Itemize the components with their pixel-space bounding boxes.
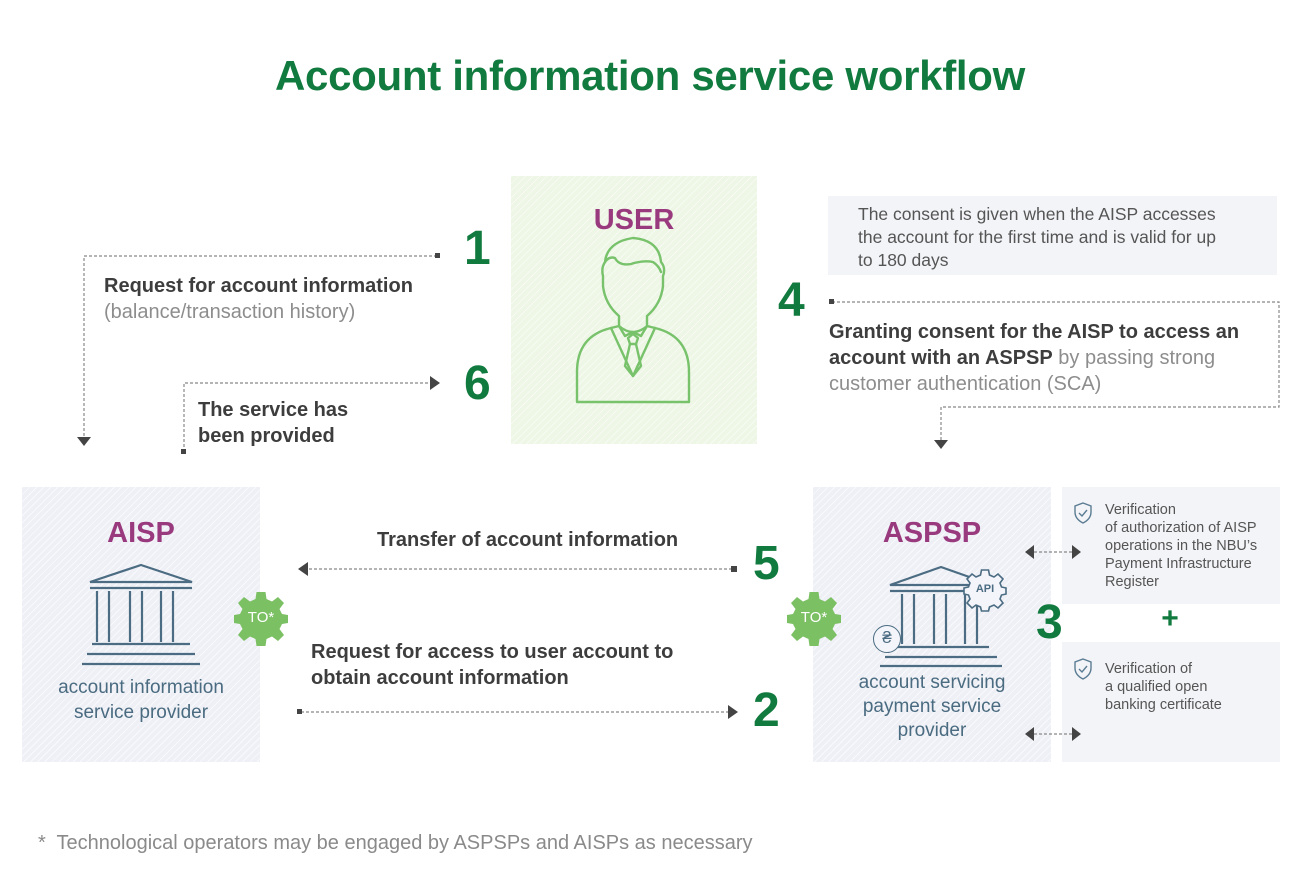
arrowhead-right bbox=[728, 705, 738, 719]
step-4-detail-line2: by passing strong bbox=[1052, 347, 1216, 369]
verification-box-register bbox=[1062, 487, 1280, 604]
note-line: to 180 days bbox=[858, 250, 949, 270]
plus-joiner: + bbox=[1161, 602, 1179, 635]
bank-icon bbox=[82, 563, 200, 666]
arrowhead-right bbox=[430, 376, 440, 390]
step-2-label: Request for access to user account to ob… bbox=[311, 639, 673, 691]
aspsp-operator-badge: TO* bbox=[800, 609, 828, 626]
step-6-title-line1: The service has bbox=[198, 399, 349, 421]
hryvnia-coin-icon bbox=[873, 625, 901, 653]
arrowhead-down bbox=[77, 437, 91, 446]
footnote: * Technological operators may be engaged… bbox=[38, 832, 753, 854]
consent-note-box bbox=[828, 196, 1277, 275]
step-4-detail-line3: customer authentication (SCA) bbox=[829, 373, 1102, 395]
arrowhead-down bbox=[934, 440, 948, 449]
aspsp-panel: ASPSP API ₴ account servicing payment se… bbox=[813, 487, 1051, 762]
shield-check-icon bbox=[1074, 658, 1092, 680]
verification-line: of authorization of AISP bbox=[1105, 520, 1257, 536]
page-title: Account information service workflow bbox=[275, 52, 1025, 99]
step-1-label: Request for account information (balance… bbox=[104, 273, 413, 325]
note-line: the account for the first time and is va… bbox=[858, 227, 1216, 247]
step-1-title: Request for account information bbox=[104, 275, 413, 297]
operator-gear-icon bbox=[234, 592, 288, 646]
step-5-label: Transfer of account information bbox=[377, 529, 679, 551]
aspsp-title: ASPSP bbox=[882, 517, 982, 549]
aisp-operator-badge: TO* bbox=[247, 609, 275, 626]
user-icon bbox=[575, 236, 691, 404]
step-2-title-line1: Request for access to user account to bbox=[311, 641, 674, 663]
verification-line: operations in the NBU’s bbox=[1105, 538, 1258, 554]
aisp-title: AISP bbox=[107, 517, 175, 549]
verification-box-certificate bbox=[1062, 642, 1280, 762]
step-4-label: Granting consent for the AISP to access … bbox=[829, 319, 1269, 397]
aisp-description-line1: account information bbox=[58, 677, 224, 698]
step-4-title-line2: account with an ASPSP bbox=[829, 347, 1053, 369]
user-title: USER bbox=[593, 204, 675, 236]
step-number-2: 2 bbox=[753, 684, 780, 737]
verification-line: Verification of bbox=[1105, 661, 1193, 677]
note-line: The consent is given when the AISP acces… bbox=[858, 204, 1216, 224]
currency-symbol: ₴ bbox=[882, 628, 892, 647]
step-number-5: 5 bbox=[753, 537, 780, 590]
step-6-title-line2: been provided bbox=[198, 425, 335, 447]
aspsp-description-line2: payment service bbox=[862, 696, 1002, 717]
consent-note: The consent is given when the AISP acces… bbox=[858, 203, 1268, 272]
verification-certificate-text: Verification of a qualified open banking… bbox=[1105, 660, 1275, 714]
aspsp-description-line1: account servicing bbox=[858, 672, 1006, 693]
api-gear-icon bbox=[963, 569, 1007, 612]
step-2-title-line2: obtain account information bbox=[311, 667, 569, 689]
verification-register-text: Verification of authorization of AISP op… bbox=[1105, 501, 1275, 591]
aisp-description-line2: service provider bbox=[73, 702, 209, 723]
aisp-panel: AISP account information service provide… bbox=[22, 487, 260, 762]
step-number-6: 6 bbox=[464, 357, 491, 410]
verification-line: Register bbox=[1105, 574, 1159, 590]
step-1-detail: (balance/transaction history) bbox=[104, 301, 356, 323]
arrowhead-left bbox=[298, 562, 308, 576]
verification-line: Payment Infrastructure bbox=[1105, 556, 1252, 572]
api-label: API bbox=[975, 583, 995, 595]
step-6-label: The service has been provided bbox=[198, 397, 348, 449]
verification-line: Verification bbox=[1105, 502, 1176, 518]
verification-line: banking certificate bbox=[1105, 697, 1222, 713]
shield-check-icon bbox=[1074, 502, 1092, 524]
step-number-1: 1 bbox=[464, 222, 491, 275]
operator-gear-icon bbox=[787, 592, 841, 646]
user-panel: USER bbox=[511, 176, 757, 444]
step-number-4: 4 bbox=[778, 274, 805, 327]
step-number-3: 3 bbox=[1036, 596, 1063, 649]
verification-line: a qualified open bbox=[1105, 679, 1208, 695]
step-4-title-line1: Granting consent for the AISP to access … bbox=[829, 321, 1240, 343]
aspsp-description-line3: provider bbox=[897, 720, 967, 741]
